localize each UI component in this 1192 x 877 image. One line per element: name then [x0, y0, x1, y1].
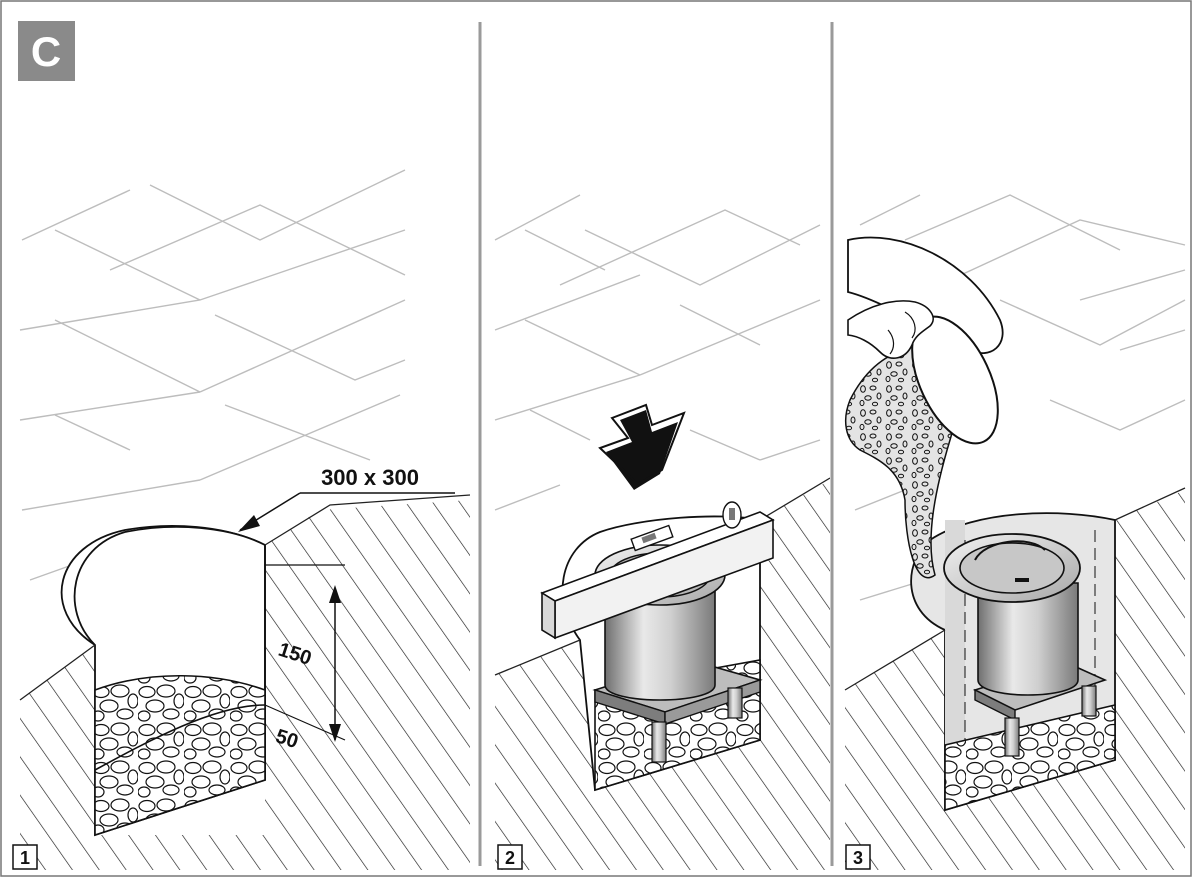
paving-pattern: [854, 194, 1186, 601]
paving-pattern: [19, 169, 406, 581]
section-badge: C: [18, 21, 75, 81]
svg-text:3: 3: [853, 848, 863, 868]
dimension-label: 300 x 300: [321, 465, 419, 490]
step-number-1: 1: [12, 844, 38, 870]
step-number-2: 2: [497, 844, 523, 870]
panel-2: [494, 194, 830, 870]
hand-icon: [847, 300, 934, 359]
panel-1: 300 x 300 150 50: [19, 169, 471, 870]
step-number-3: 3: [845, 844, 871, 870]
gravel-base: [94, 674, 266, 837]
svg-text:1: 1: [20, 848, 30, 868]
section-letter: C: [31, 28, 61, 75]
paving-pattern: [494, 194, 821, 511]
spirit-level-icon: [540, 501, 775, 640]
down-arrow-icon: [598, 403, 686, 490]
panel-3: [844, 194, 1186, 870]
ground-section: [20, 500, 470, 870]
svg-text:2: 2: [505, 848, 515, 868]
